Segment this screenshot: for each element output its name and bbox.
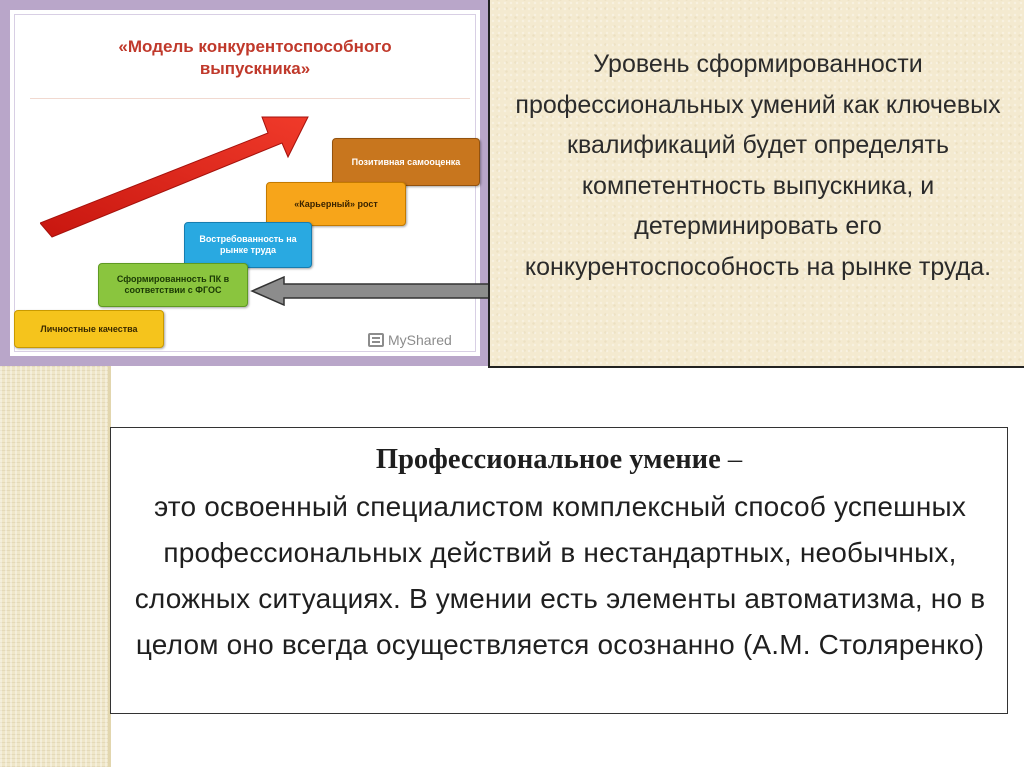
competence-level-text: Уровень сформированности профессиональны… <box>515 50 1001 281</box>
competence-level-box: Уровень сформированности профессиональны… <box>488 0 1024 368</box>
success-ladder-arrow-icon <box>40 116 309 238</box>
left-decor-edge <box>108 366 111 767</box>
definition-text: это освоенный специалистом комплексный с… <box>134 491 986 660</box>
step-personal-qualities: Личностные качества <box>14 310 164 348</box>
definition-term: Профессиональное умение <box>375 444 721 475</box>
image-title-line1: «Модель конкурентоспособного <box>118 37 392 56</box>
step-labor-market-demand: Востребованность на рынке труда <box>184 222 312 268</box>
left-decor-strip <box>0 366 108 767</box>
myshared-watermark: MyShared <box>368 332 452 348</box>
definition-box: Профессиональное умение – это освоенный … <box>110 427 1008 714</box>
myshared-logo-icon <box>368 333 384 347</box>
step-career-growth: «Карьерный» рост <box>266 182 406 226</box>
definition-dash: – <box>720 444 743 475</box>
definition-heading: Профессиональное умение – <box>111 444 1007 476</box>
pointer-arrow-icon <box>250 276 490 306</box>
step-competence-formation: Сформированность ПК в соответствии с ФГО… <box>98 263 248 307</box>
image-title-divider <box>30 98 470 99</box>
competitive-graduate-model-image: «Модель конкурентоспособного выпускника»… <box>0 0 490 366</box>
image-title: «Модель конкурентоспособного выпускника» <box>50 36 460 80</box>
image-title-line2: выпускника» <box>199 59 311 78</box>
step-positive-self-esteem: Позитивная самооценка <box>332 138 480 186</box>
myshared-text: MyShared <box>388 332 452 348</box>
